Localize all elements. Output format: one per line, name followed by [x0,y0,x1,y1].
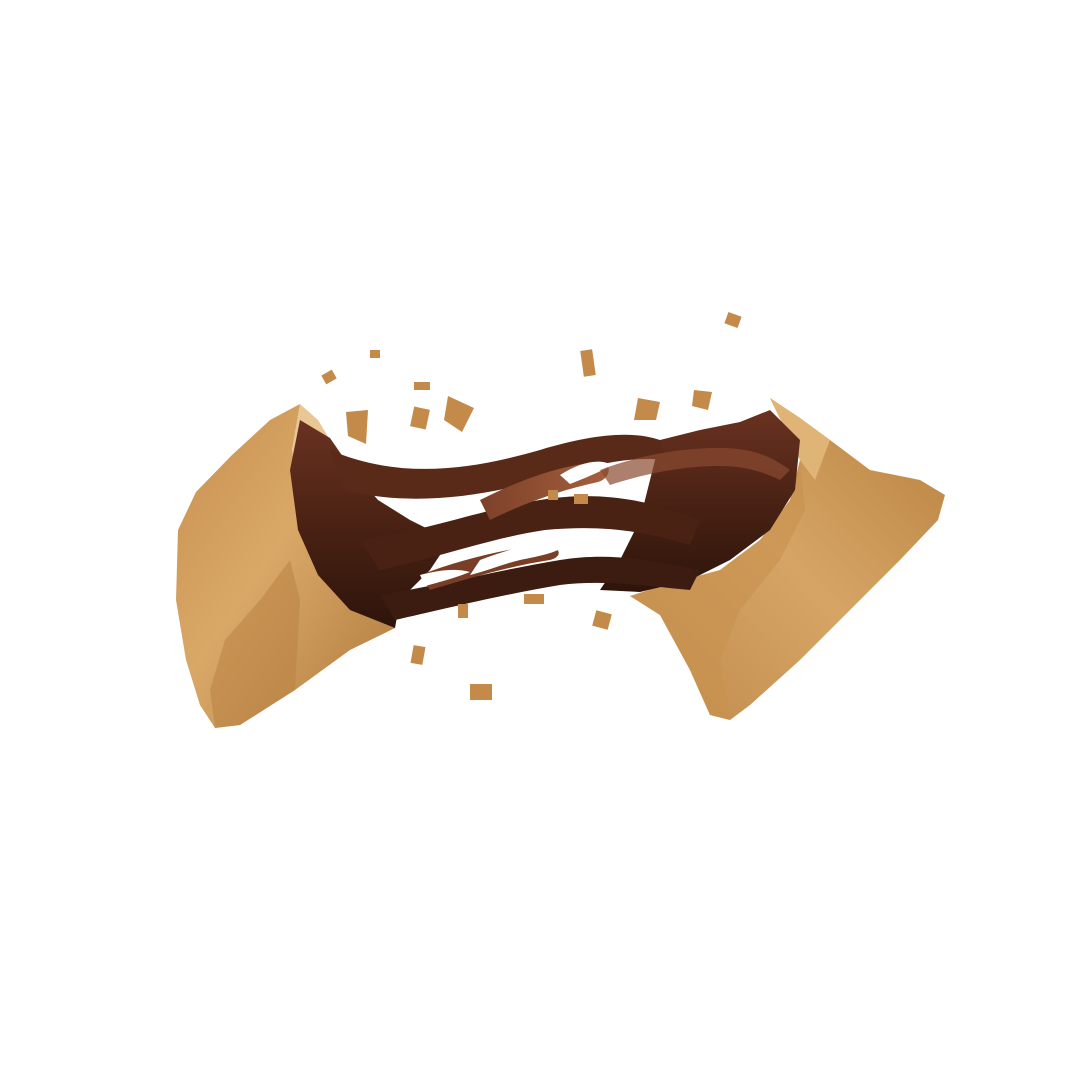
left-wafer-shell [176,404,395,728]
chocolate-strands [330,434,790,620]
left-chocolate-filling [290,420,450,628]
wafer-crumbs [321,311,742,700]
right-wafer-shell [630,398,945,720]
